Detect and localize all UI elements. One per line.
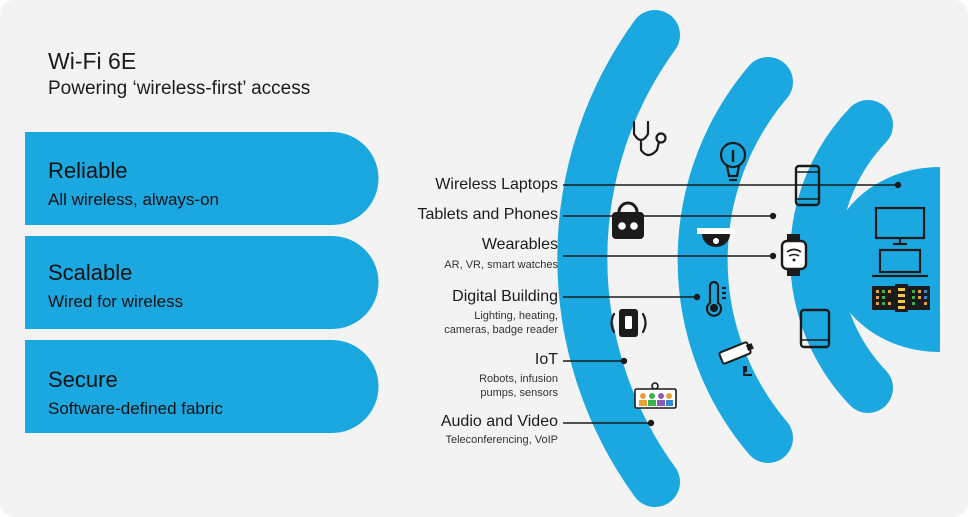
connector-dot-laptops <box>894 181 902 189</box>
wifi-arc-third <box>790 100 893 413</box>
detail-digital-building-1: Lighting, heating, <box>474 310 558 322</box>
connector-dot-iot <box>620 357 628 365</box>
laptop-icon <box>872 248 928 278</box>
label-audio-video: Audio and Video <box>440 413 558 430</box>
pillar-shapes <box>25 132 379 433</box>
label-digital-building: Digital Building <box>452 288 558 305</box>
video-conference-icon <box>634 382 677 409</box>
detail-iot-1: Robots, infusion <box>479 373 558 385</box>
pillar-heading: Secure <box>48 367 118 392</box>
pillar-text: Software-defined fabric <box>48 399 223 418</box>
label-tablets-phones: Tablets and Phones <box>417 206 558 223</box>
label-wireless-laptops: Wireless Laptops <box>435 176 558 193</box>
pillar-heading: Scalable <box>48 260 133 285</box>
label-iot: IoT <box>534 351 558 368</box>
detail-digital-building-2: cameras, badge reader <box>444 324 558 336</box>
pillar-shape-secure <box>25 340 379 433</box>
dome-camera-icon <box>697 228 735 247</box>
pillar-shape-scalable <box>25 236 379 329</box>
security-camera-icon <box>718 341 754 376</box>
connector-dot-tablets <box>769 212 777 220</box>
badge-reader-icon <box>612 201 644 239</box>
pillar-text: All wireless, always-on <box>48 190 219 209</box>
connector-dot-building <box>693 293 701 301</box>
wifi-arc-outer <box>557 10 680 507</box>
proximity-sensor-icon <box>610 309 647 337</box>
diagram-title: Wi-Fi 6E <box>48 48 137 74</box>
stethoscope-icon <box>632 120 667 157</box>
wifi-arc-second <box>677 57 793 463</box>
pillar-scalable: Scalable Wired for wireless <box>48 260 183 312</box>
label-wearables: Wearables <box>481 236 558 253</box>
pillar-text: Wired for wireless <box>48 292 184 311</box>
diagram-subtitle: Powering ‘wireless-first’ access <box>48 78 311 99</box>
detail-wearables: AR, VR, smart watches <box>444 259 558 271</box>
smartphone-icon <box>794 164 821 207</box>
tablet-icon <box>799 308 831 349</box>
connector-dot-wearables <box>769 252 777 260</box>
lightbulb-icon <box>719 141 747 182</box>
detail-iot-2: pumps, sensors <box>480 387 558 399</box>
pillar-reliable: Reliable All wireless, always-on <box>48 158 219 210</box>
thermometer-icon <box>705 280 726 317</box>
pillar-secure: Secure Software-defined fabric <box>48 367 223 419</box>
desktop-monitor-icon <box>874 206 926 246</box>
connector-dot-av <box>647 419 655 427</box>
pillar-heading: Reliable <box>48 158 128 183</box>
smartwatch-icon <box>780 234 808 276</box>
detail-audio-video: Teleconferencing, VoIP <box>445 434 558 446</box>
pillar-shape-reliable <box>25 132 379 225</box>
server-rack-icon <box>872 284 930 312</box>
